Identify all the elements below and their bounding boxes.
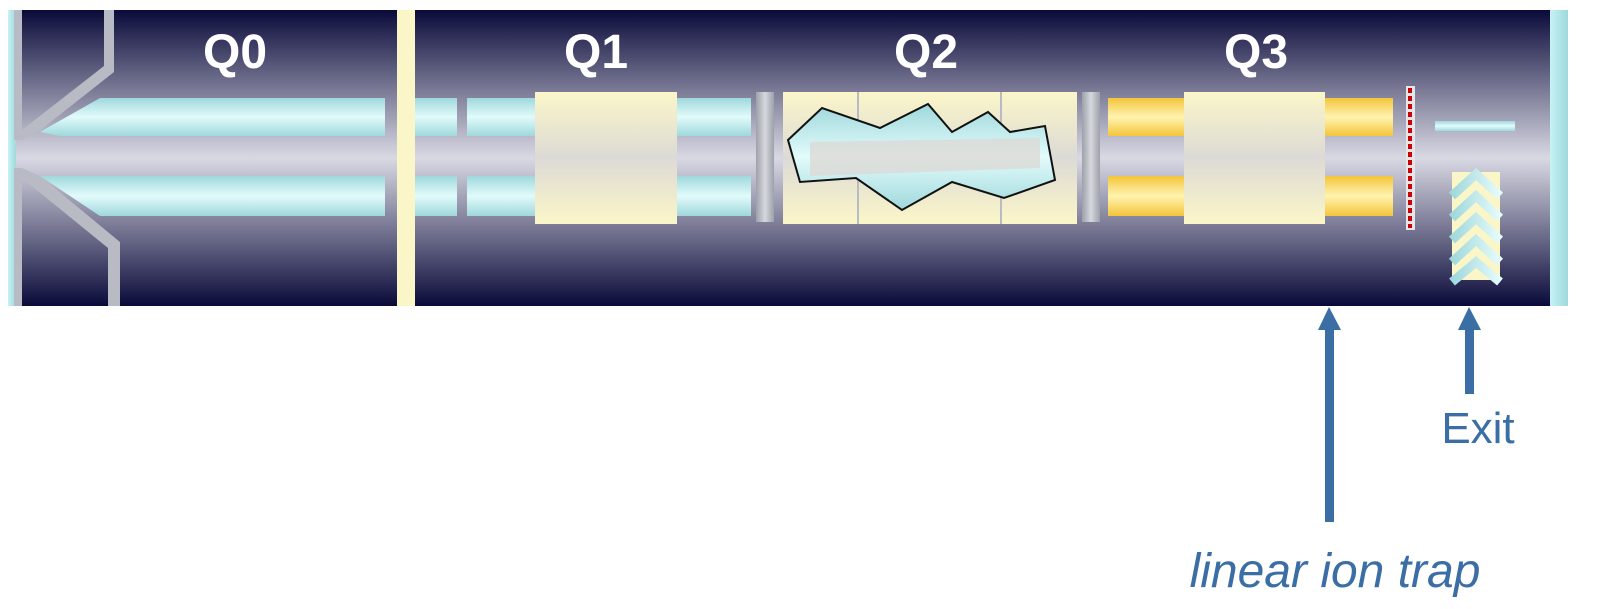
stage-label-q1: Q1 (564, 26, 628, 79)
q0-q1-divider (397, 10, 415, 306)
chamber-right-end (1550, 10, 1568, 306)
lens-q1-q2 (756, 92, 774, 222)
lens-q2-q3 (1082, 92, 1100, 222)
chamber-left-end (8, 10, 16, 306)
exit-gate-lens (1406, 86, 1415, 230)
stage-label-q2: Q2 (894, 26, 958, 79)
trap-arrow (1318, 307, 1341, 522)
linear-ion-trap-label: linear ion trap (1190, 545, 1481, 598)
stage-label-q3: Q3 (1224, 26, 1288, 79)
stage-label-q0: Q0 (203, 26, 267, 79)
exit-arrow (1458, 307, 1481, 394)
detector (1448, 167, 1504, 286)
exit-label: Exit (1441, 404, 1514, 453)
q2-collision-cell (783, 92, 1077, 224)
q3-linear-ion-trap (1108, 92, 1393, 224)
q0-rods (40, 98, 385, 216)
entrance-cone (14, 10, 120, 306)
q1-quadrupole (415, 92, 751, 224)
exit-deflector (1435, 121, 1515, 131)
